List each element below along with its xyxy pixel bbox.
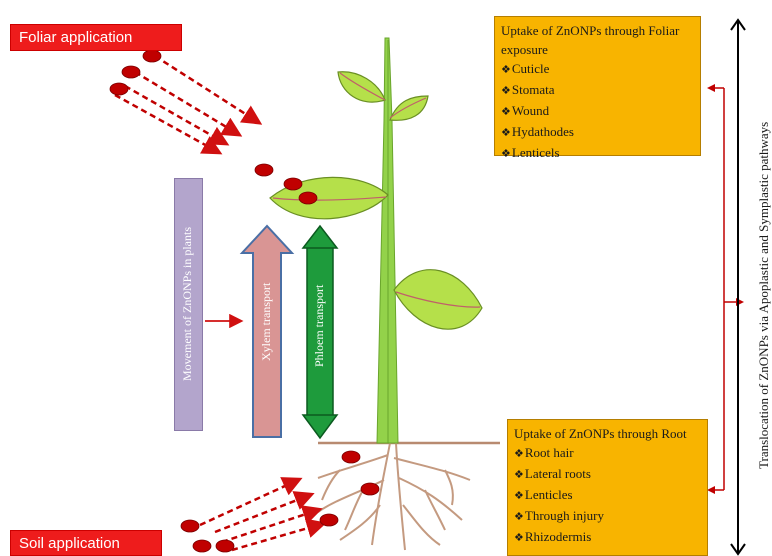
nanoparticles	[110, 50, 379, 552]
root-uptake-item: Root hair	[514, 443, 701, 464]
foliar-uptake-box: Uptake of ZnONPs through Foliar exposure…	[494, 16, 701, 156]
translocation-double-arrow	[731, 20, 745, 554]
bracket-connector	[711, 88, 738, 490]
foliar-uptake-item: Hydathodes	[501, 122, 694, 143]
root-uptake-item: Lateral roots	[514, 464, 701, 485]
soil-application-label: Soil application	[10, 530, 162, 556]
translocation-label: Translocation of ZnONPs via Apoplastic a…	[756, 35, 772, 555]
foliar-uptake-item: Cuticle	[501, 59, 694, 80]
foliar-uptake-item: Lenticels	[501, 143, 694, 164]
root-uptake-item: Rhizodermis	[514, 527, 701, 548]
foliar-uptake-list: Cuticle Stomata Wound Hydathodes Lentice…	[501, 59, 694, 164]
movement-label: Movement of ZnONPs in plants	[180, 192, 196, 417]
phloem-label: Phloem transport	[312, 262, 328, 390]
root-uptake-list: Root hair Lateral roots Lenticles Throug…	[514, 443, 701, 548]
foliar-uptake-item: Wound	[501, 101, 694, 122]
root-uptake-item: Through injury	[514, 506, 701, 527]
foliar-uptake-item: Stomata	[501, 80, 694, 101]
soil-spray-arrows	[200, 480, 322, 550]
root-uptake-title: Uptake of ZnONPs through Root	[514, 424, 701, 443]
root-uptake-item: Lenticles	[514, 485, 701, 506]
foliar-application-label: Foliar application	[10, 24, 182, 51]
foliar-uptake-title: Uptake of ZnONPs through Foliar exposure	[501, 21, 694, 59]
root-uptake-box: Uptake of ZnONPs through Root Root hair …	[507, 419, 708, 556]
xylem-label: Xylem transport	[259, 262, 275, 382]
